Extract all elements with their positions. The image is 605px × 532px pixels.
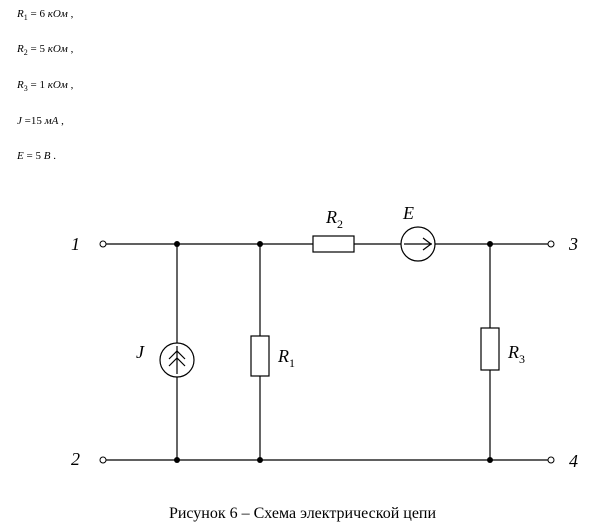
- param-r1-subscript: 1: [23, 13, 28, 22]
- param-e-symbol: E: [17, 150, 24, 162]
- param-j-equals: =: [21, 115, 31, 127]
- param-j-value: 15: [30, 115, 42, 127]
- resistor-r2: [312, 235, 355, 253]
- param-r1-punct: ,: [67, 8, 74, 20]
- param-j: J =15 мА ,: [17, 115, 64, 127]
- figure-caption: Рисунок 6 – Схема электрической цепи: [168, 505, 437, 522]
- param-r3: R3 = 1 кОм ,: [17, 79, 74, 93]
- label-r3-symbol: R: [507, 342, 519, 362]
- param-r3-value: 1: [39, 79, 45, 91]
- label-r2-symbol: R: [325, 207, 337, 227]
- junction-dot: [174, 457, 180, 463]
- param-r2-equals: =: [27, 43, 40, 55]
- param-r2-symbol: R: [17, 43, 24, 55]
- param-r2-value: 5: [39, 43, 45, 55]
- param-e-punct: .: [50, 150, 56, 162]
- param-j-punct: ,: [58, 115, 64, 127]
- current-source-j: [159, 342, 195, 378]
- node-label-1: 1: [71, 234, 80, 254]
- junction-dot: [257, 241, 263, 247]
- param-r3-equals: =: [27, 79, 40, 91]
- voltage-source-e: [400, 226, 436, 262]
- label-r3-subscript: 3: [519, 352, 525, 366]
- node-label-3: 3: [568, 234, 578, 254]
- label-r3: R3: [507, 342, 525, 366]
- terminal-1: [99, 240, 107, 248]
- terminal-3: [547, 240, 555, 248]
- param-r1-unit: кОм: [44, 8, 68, 20]
- label-r2-subscript: 2: [337, 217, 343, 231]
- param-e-equals: =: [23, 150, 36, 162]
- label-r1-subscript: 1: [289, 356, 295, 370]
- junction-dot: [257, 457, 263, 463]
- junction-dot: [174, 241, 180, 247]
- param-r1-symbol: R: [17, 8, 24, 20]
- param-r3-unit: кОм: [44, 79, 68, 91]
- param-r2: R2 = 5 кОм ,: [17, 43, 74, 57]
- resistor-r3: [480, 327, 500, 371]
- label-r1-symbol: R: [277, 346, 289, 366]
- node-label-2: 2: [71, 449, 80, 469]
- junction-dot: [487, 457, 493, 463]
- label-r2: R2: [325, 207, 343, 231]
- param-r2-subscript: 2: [23, 48, 28, 57]
- param-r3-symbol: R: [17, 79, 24, 91]
- terminal-4: [547, 456, 555, 464]
- label-e: E: [402, 203, 414, 223]
- param-e-value: 5: [35, 150, 41, 162]
- label-j: J: [136, 342, 145, 362]
- param-r2-unit: кОм: [44, 43, 68, 55]
- param-e-unit: В: [40, 150, 51, 162]
- param-r2-punct: ,: [67, 43, 74, 55]
- terminal-2: [99, 456, 107, 464]
- param-j-unit: мА: [41, 115, 59, 127]
- resistor-r1: [250, 335, 270, 377]
- param-r3-punct: ,: [67, 79, 74, 91]
- circuit-diagram: 1 2 3 4 R2 E J R1 R3: [71, 203, 578, 471]
- param-r3-subscript: 3: [23, 84, 28, 93]
- label-r1: R1: [277, 346, 295, 370]
- junction-dot: [487, 241, 493, 247]
- node-label-4: 4: [569, 451, 578, 471]
- param-r1-equals: =: [27, 8, 40, 20]
- param-e: E = 5 В .: [17, 150, 56, 162]
- param-r1: R1 = 6 кОм ,: [17, 8, 74, 22]
- param-r1-value: 6: [39, 8, 45, 20]
- param-j-symbol: J: [17, 115, 22, 127]
